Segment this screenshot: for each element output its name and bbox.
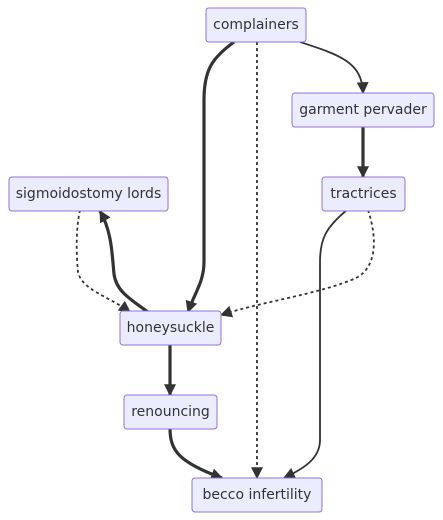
node-complainers[interactable]: complainers <box>205 7 307 43</box>
node-honeysuckle-label: honeysuckle <box>127 320 215 336</box>
nodes: complainers garment pervader tractrices … <box>8 7 435 513</box>
node-honeysuckle[interactable]: honeysuckle <box>119 310 222 346</box>
edge-complainers-to-honeysuckle <box>185 40 235 314</box>
edge-tractrices-to-becco-infertility <box>282 209 348 479</box>
node-garment-pervader-label: garment pervader <box>299 102 427 118</box>
edge-sigmoidostomy-lords-to-honeysuckle <box>75 209 131 313</box>
node-tractrices[interactable]: tractrices <box>321 176 406 212</box>
node-garment-pervader[interactable]: garment pervader <box>291 92 435 128</box>
node-sigmoidostomy-lords-label: sigmoidostomy lords <box>16 186 161 202</box>
edge-complainers-to-garment-pervader <box>299 41 369 95</box>
node-tractrices-label: tractrices <box>330 186 396 202</box>
node-becco-infertility[interactable]: becco infertility <box>191 477 323 513</box>
node-renouncing[interactable]: renouncing <box>123 394 218 430</box>
node-renouncing-label: renouncing <box>131 404 210 420</box>
node-sigmoidostomy-lords[interactable]: sigmoidostomy lords <box>8 176 169 212</box>
edges <box>75 40 375 480</box>
edge-honeysuckle-to-sigmoidostomy-lords <box>98 209 149 314</box>
node-complainers-label: complainers <box>213 17 299 33</box>
node-becco-infertility-label: becco infertility <box>203 487 312 503</box>
edge-renouncing-to-becco-infertility <box>168 427 224 480</box>
edge-tractrices-to-honeysuckle <box>219 209 375 318</box>
